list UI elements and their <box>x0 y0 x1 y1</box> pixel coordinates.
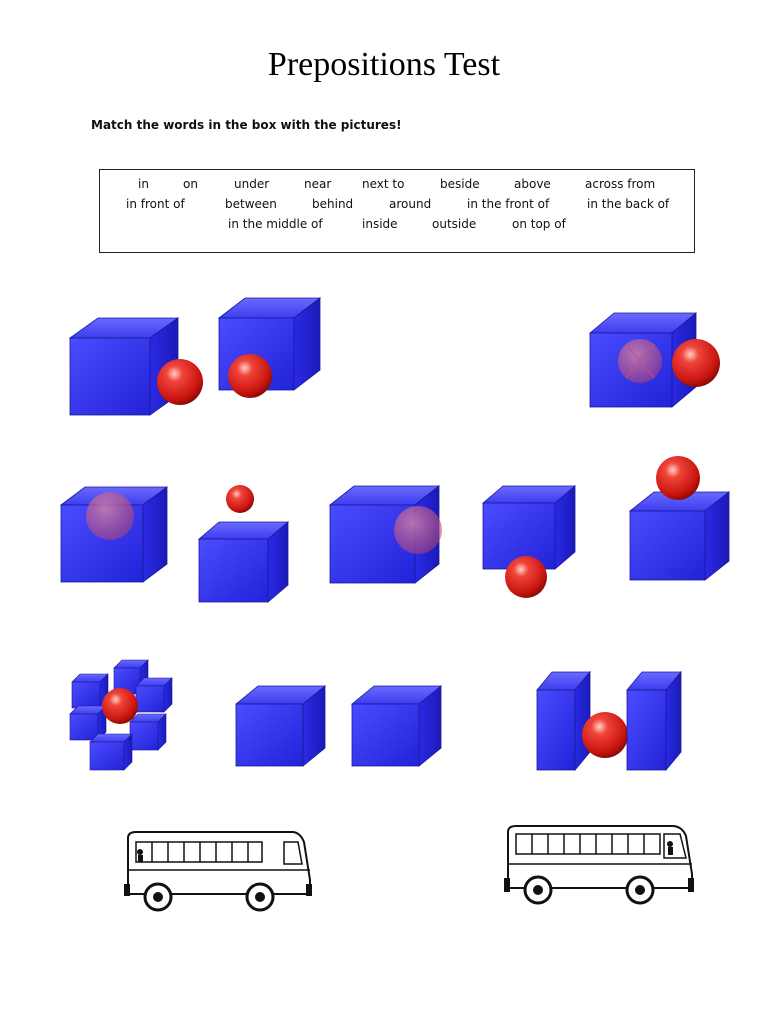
picture-two-cubes-left <box>234 685 327 767</box>
picture-ball-above-cube <box>197 485 290 603</box>
word-in: in <box>138 177 149 191</box>
picture-ball-next-to-cube <box>68 317 203 416</box>
word-box <box>99 169 695 253</box>
word-between: between <box>225 197 277 211</box>
word-on: on <box>183 177 198 191</box>
picture-ball-in-cube <box>59 486 169 583</box>
word-outside: outside <box>432 217 477 231</box>
word-inside: inside <box>362 217 398 231</box>
word-in-front-of: in front of <box>126 197 185 211</box>
word-near: near <box>304 177 332 191</box>
picture-bus-back-driver <box>124 831 312 912</box>
picture-ball-in-front-of-cube <box>217 297 322 398</box>
word-across-from: across from <box>585 177 656 191</box>
picture-ball-between-cubes <box>536 670 682 772</box>
word-in-the-back-of: in the back of <box>587 197 670 211</box>
picture-bus-front-driver <box>504 825 694 905</box>
word-beside: beside <box>440 177 480 191</box>
picture-ball-on-cube <box>628 456 731 581</box>
picture-ball-beside-cube-with-ghost <box>588 312 720 408</box>
instruction-text: Match the words in the box with the pict… <box>91 118 402 132</box>
word-around: around <box>389 197 432 211</box>
word-under: under <box>234 177 270 191</box>
word-in-the-front-of: in the front of <box>467 197 550 211</box>
word-behind: behind <box>312 197 354 211</box>
word-on-top-of: on top of <box>512 217 566 231</box>
page-title: Prepositions Test <box>267 46 501 83</box>
picture-ball-behind-cube <box>328 485 442 584</box>
picture-ball-in-the-middle-of-cubes <box>69 659 173 771</box>
picture-two-cubes-right <box>350 685 443 767</box>
word-above: above <box>514 177 551 191</box>
picture-ball-under-cube <box>481 485 577 598</box>
word-next-to: next to <box>362 177 405 191</box>
word-in-the-middle-of: in the middle of <box>228 217 323 231</box>
